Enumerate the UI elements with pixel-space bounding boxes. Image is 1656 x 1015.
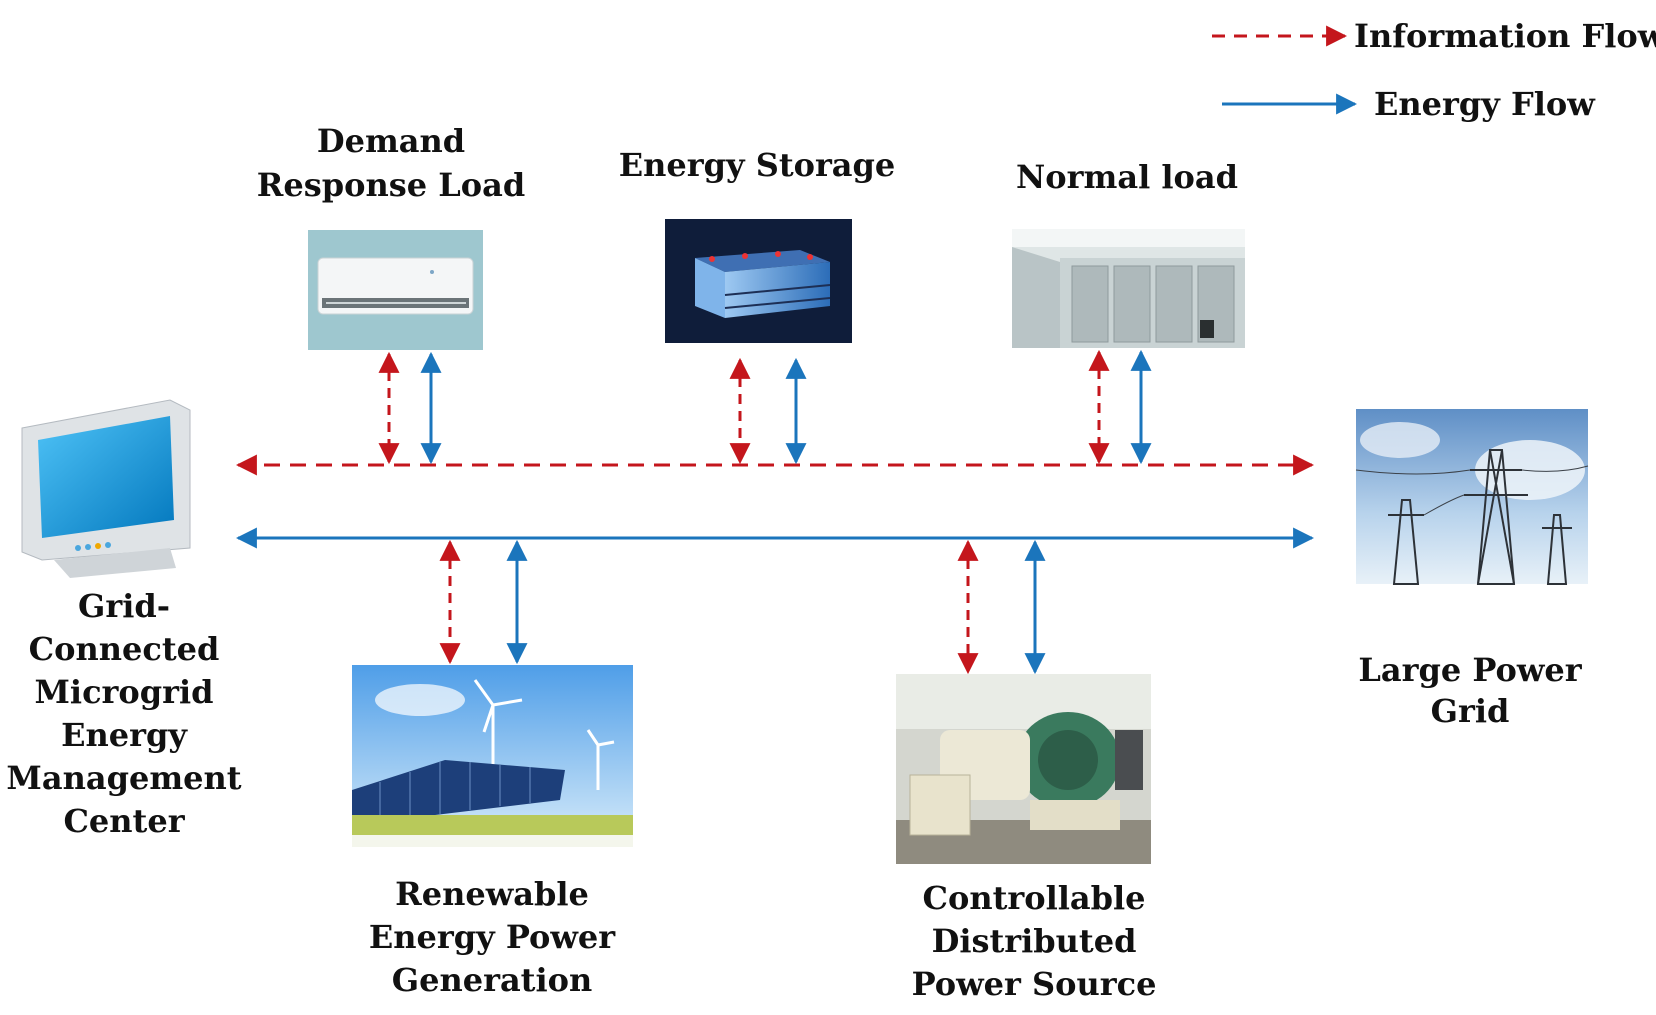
computer-monitor-image (21, 399, 191, 578)
legend: Information Flow Energy Flow (1212, 17, 1656, 123)
controllable-label-1: Controllable (923, 879, 1146, 917)
management-center-label-4: Energy (61, 716, 188, 754)
renewable-label-3: Generation (392, 961, 592, 999)
demand-response-node: Demand Response Load (257, 122, 525, 350)
renewable-node: Renewable Energy Power Generation (352, 665, 633, 999)
legend-energy-label: Energy Flow (1374, 85, 1596, 123)
management-center-node: Grid- Connected Microgrid Energy Managem… (6, 399, 242, 840)
transmission-tower-image (1355, 409, 1589, 585)
solar-wind-image (352, 665, 633, 847)
renewable-label-1: Renewable (395, 875, 589, 913)
large-grid-node: Large Power Grid (1355, 409, 1589, 730)
large-grid-label-2: Grid (1431, 692, 1510, 730)
controllable-node: Controllable Distributed Power Source (896, 674, 1156, 1003)
controllable-label-2: Distributed (932, 922, 1137, 960)
large-grid-label-1: Large Power (1358, 651, 1582, 689)
management-center-label-1: Grid- (78, 587, 170, 625)
legend-information-label: Information Flow (1354, 17, 1656, 55)
management-center-label-6: Center (63, 802, 185, 840)
switchgear-image (1012, 229, 1245, 348)
demand-response-label-1: Demand (317, 122, 465, 160)
energy-storage-node: Energy Storage (619, 146, 896, 343)
energy-storage-label: Energy Storage (619, 146, 896, 184)
management-center-label-5: Management (6, 759, 241, 797)
management-center-label-2: Connected (29, 630, 220, 668)
demand-response-label-2: Response Load (257, 166, 525, 204)
normal-load-label: Normal load (1016, 158, 1238, 196)
management-center-label-3: Microgrid (34, 673, 213, 711)
controllable-label-3: Power Source (912, 965, 1157, 1003)
generator-image (896, 674, 1151, 864)
normal-load-node: Normal load (1012, 158, 1245, 348)
battery-image (665, 219, 852, 343)
air-conditioner-image (308, 230, 483, 350)
renewable-label-2: Energy Power (369, 918, 616, 956)
